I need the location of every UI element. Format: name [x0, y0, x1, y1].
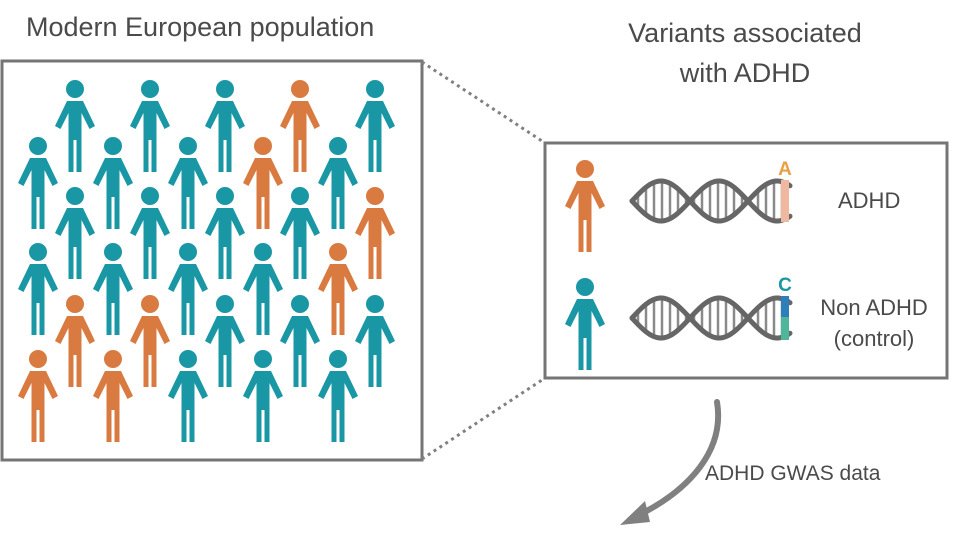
dna-strand: [629, 178, 793, 224]
control-person-icon: [18, 243, 58, 335]
zoom-connector-bottom: [421, 376, 546, 461]
control-person-icon: [18, 137, 58, 229]
adhd-person-icon: [355, 187, 395, 279]
allele-c-letter: C: [778, 275, 792, 296]
control-person-icon: [130, 80, 170, 172]
zoom-connector-top: [421, 60, 546, 145]
control-person-icon: [318, 137, 358, 229]
control-person-icon: [168, 243, 208, 335]
adhd-person-icon: [55, 295, 95, 387]
population-title: Modern European population: [26, 12, 375, 42]
adhd-person-icon: [130, 295, 170, 387]
dna-strand: [629, 295, 793, 341]
adhd-person-icon: [93, 350, 133, 442]
control-dna-icon: [629, 295, 793, 341]
control-person-icon: [205, 80, 245, 172]
gwas-arrow-label: ADHD GWAS data: [705, 462, 881, 485]
control-person-icon: [280, 187, 320, 279]
population-figures: [18, 80, 395, 442]
control-person-icon: [355, 80, 395, 172]
adhd-person-icon: [243, 137, 283, 229]
control-person-icon: [55, 80, 95, 172]
control-person-icon: [205, 295, 245, 387]
adhd-person-icon: [18, 350, 58, 442]
control-person-icon: [355, 295, 395, 387]
adhd-person-icon: [280, 80, 320, 172]
control-person-icon: [130, 187, 170, 279]
adhd-person-icon: [318, 243, 358, 335]
allele-a-letter: A: [778, 159, 792, 180]
variants-title: Variants associated with ADHD: [590, 13, 900, 93]
gwas-arrow-head: [620, 501, 650, 525]
control-person-icon: [565, 278, 605, 370]
non-adhd-label: Non ADHD (control): [812, 292, 936, 354]
adhd-dna-icon: [629, 178, 793, 224]
control-person-icon: [280, 295, 320, 387]
adhd-person-icon: [565, 160, 605, 252]
non-adhd-label-line2: (control): [833, 326, 915, 351]
control-person-icon: [93, 243, 133, 335]
dna-strand: [629, 178, 793, 224]
control-person-icon: [55, 187, 95, 279]
control-person-icon: [93, 137, 133, 229]
allele-c-marker-bottom: [781, 317, 789, 340]
allele-c-marker-top: [781, 296, 789, 317]
gwas-arrow: [634, 399, 722, 519]
control-person-icon: [168, 137, 208, 229]
variants-title-line2: with ADHD: [679, 58, 811, 88]
control-person-icon: [243, 243, 283, 335]
control-person-icon: [318, 350, 358, 442]
variants-title-line1: Variants associated: [628, 18, 862, 48]
control-person-icon: [243, 350, 283, 442]
allele-a-marker: [781, 180, 789, 222]
adhd-label: ADHD: [838, 188, 901, 213]
non-adhd-label-line1: Non ADHD: [820, 295, 928, 320]
control-person-icon: [168, 350, 208, 442]
dna-strand: [629, 295, 793, 341]
control-person-icon: [205, 187, 245, 279]
variants-box: [543, 141, 949, 380]
population-box: [0, 59, 424, 462]
